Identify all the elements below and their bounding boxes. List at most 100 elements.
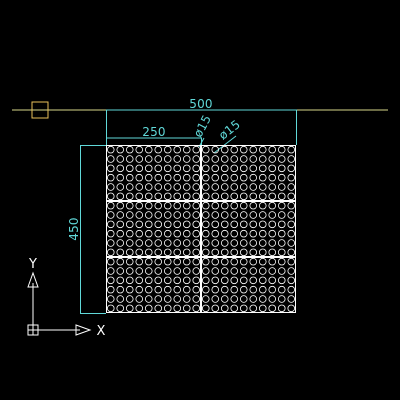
- perforation-hole: [211, 276, 220, 285]
- panel-outline: [201, 145, 296, 201]
- perforation-hole: [173, 276, 182, 285]
- perforation-hole: [173, 257, 182, 266]
- perforation-hole: [163, 257, 172, 266]
- perforation-hole: [230, 164, 239, 173]
- perforation-hole: [277, 239, 286, 247]
- perforation-hole: [106, 304, 115, 313]
- dimension-layer: 500 250 450 ø15 ø15: [67, 97, 297, 314]
- perforation-hole: [135, 201, 144, 210]
- perforation-hole: [220, 201, 229, 210]
- perforation-hole: [163, 155, 172, 163]
- ucs-icon: Y X: [27, 257, 106, 339]
- perforation-hole: [277, 304, 286, 313]
- perforation-hole: [230, 248, 239, 257]
- perforation-hole: [173, 229, 182, 238]
- perforation-hole: [135, 304, 144, 313]
- perforation-hole: [192, 295, 201, 303]
- perforation-hole: [268, 145, 277, 154]
- perforation-hole: [125, 164, 134, 173]
- perforation-hole: [125, 155, 134, 163]
- perforation-hole: [182, 164, 191, 173]
- panel-outline: [106, 201, 201, 257]
- perforation-hole: [258, 276, 267, 285]
- perforation-hole: [239, 248, 248, 257]
- perforation-hole: [287, 276, 296, 285]
- perforation-hole: [144, 239, 153, 247]
- perforation-hole: [106, 173, 115, 182]
- perforation-hole: [230, 229, 239, 238]
- perforation-hole: [258, 248, 267, 257]
- perforation-hole: [144, 173, 153, 182]
- perforation-hole: [106, 276, 115, 285]
- perforation-hole: [268, 173, 277, 182]
- perforation-hole: [258, 304, 267, 313]
- perforation-hole: [220, 295, 229, 303]
- perforation-hole: [220, 276, 229, 285]
- perforation-hole: [201, 145, 210, 154]
- perforation-hole: [144, 295, 153, 303]
- perforation-hole: [173, 211, 182, 219]
- perforation-hole: [230, 173, 239, 182]
- perforation-hole: [116, 276, 125, 285]
- perforation-hole: [173, 201, 182, 210]
- perforation-hole: [277, 183, 286, 191]
- perforation-hole: [258, 229, 267, 238]
- perforation-hole: [116, 164, 125, 173]
- perforation-hole: [211, 257, 220, 266]
- perforation-hole: [182, 229, 191, 238]
- perforation-hole: [211, 201, 220, 210]
- perforation-hole: [239, 145, 248, 154]
- perforation-hole: [144, 211, 153, 219]
- perforation-hole: [268, 285, 277, 294]
- perforation-hole: [135, 183, 144, 191]
- perforation-hole: [201, 239, 210, 247]
- panel-outline: [201, 201, 296, 257]
- perforation-hole: [144, 267, 153, 275]
- perforation-hole: [258, 257, 267, 266]
- perforation-hole: [239, 295, 248, 303]
- perforation-hole: [239, 211, 248, 219]
- panel-outline: [201, 257, 296, 313]
- perforation-hole: [230, 155, 239, 163]
- perforation-hole: [173, 220, 182, 229]
- perforation-hole: [116, 248, 125, 257]
- perforation-hole: [182, 183, 191, 191]
- perforation-hole: [163, 211, 172, 219]
- perforation-hole: [163, 229, 172, 238]
- perforation-hole: [154, 220, 163, 229]
- perforation-hole: [106, 295, 115, 303]
- perforation-hole: [116, 239, 125, 247]
- perforation-hole: [163, 164, 172, 173]
- perforation-hole: [277, 295, 286, 303]
- perforation-hole: [163, 173, 172, 182]
- perforation-hole: [287, 267, 296, 275]
- ucs-x-label: X: [97, 324, 106, 339]
- perforation-hole: [116, 285, 125, 294]
- perforation-hole: [211, 183, 220, 191]
- perforation-hole: [173, 173, 182, 182]
- perforation-hole: [287, 173, 296, 182]
- perforation-hole: [211, 285, 220, 294]
- diameter-label-2: ø15: [216, 117, 243, 142]
- perforation-hole: [154, 267, 163, 275]
- perforation-hole: [201, 267, 210, 275]
- perforation-hole: [144, 220, 153, 229]
- perforation-hole: [268, 201, 277, 210]
- perforation-hole: [201, 229, 210, 238]
- perforation-hole: [220, 164, 229, 173]
- perforation-hole: [135, 248, 144, 257]
- perforation-hole: [220, 192, 229, 201]
- perforation-hole: [163, 201, 172, 210]
- perforation-hole: [239, 229, 248, 238]
- perforation-hole: [268, 295, 277, 303]
- perforation-hole: [154, 229, 163, 238]
- perforation-hole: [287, 295, 296, 303]
- perforation-hole: [173, 267, 182, 275]
- perforation-hole: [163, 183, 172, 191]
- perforation-hole: [106, 145, 115, 154]
- perforation-hole: [249, 248, 258, 257]
- perforation-hole: [211, 164, 220, 173]
- perforation-hole: [268, 248, 277, 257]
- perforation-hole: [116, 173, 125, 182]
